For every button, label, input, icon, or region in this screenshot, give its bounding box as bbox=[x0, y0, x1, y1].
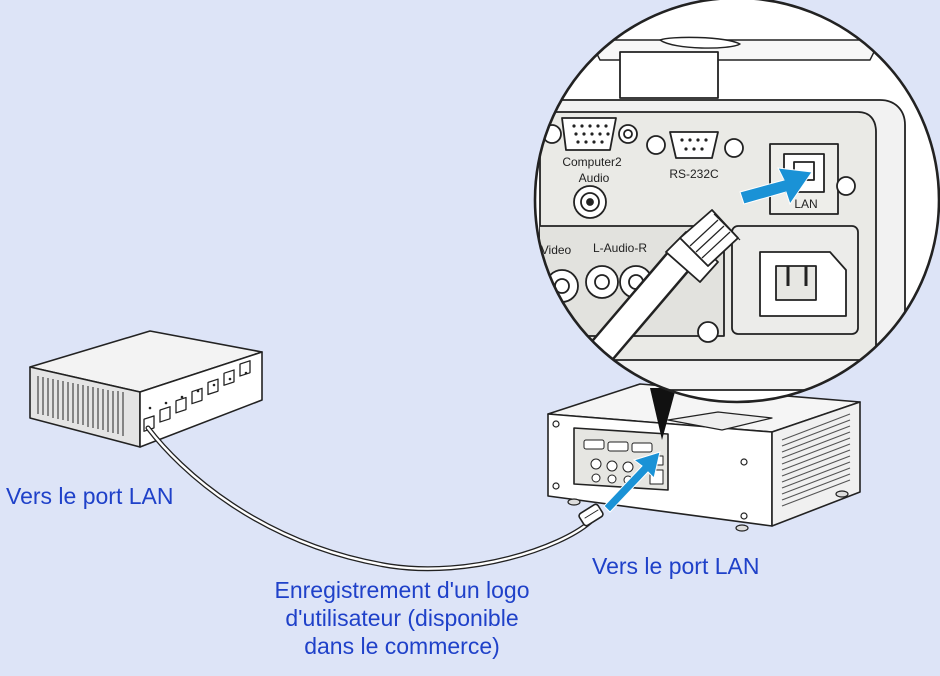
cable-caption-line-1: Enregistrement d'un logo bbox=[274, 577, 530, 603]
arrow-right-icon bbox=[739, 167, 813, 206]
cable-caption-line-2: d'utilisateur (disponible bbox=[285, 605, 519, 631]
zoom-detail: Computer2 Audio RS-232C LAN Video L-Audi… bbox=[533, 0, 940, 404]
computer2-label: Computer2 bbox=[562, 155, 622, 169]
lan-port-label: LAN bbox=[794, 197, 817, 211]
cable-caption-line-3: dans le commerce) bbox=[304, 633, 500, 659]
cable-caption: Enregistrement d'un logo d'utilisateur (… bbox=[222, 576, 582, 660]
network-hub bbox=[29, 330, 263, 448]
l-audio-r-label: L-Audio-R bbox=[593, 241, 647, 255]
audio-label: Audio bbox=[579, 171, 610, 185]
zoom-pointer bbox=[650, 388, 676, 440]
projector bbox=[547, 383, 861, 532]
arrow-up-right-icon bbox=[603, 451, 661, 513]
lan-cable bbox=[145, 425, 604, 572]
hub-port-caption: Vers le port LAN bbox=[6, 483, 174, 509]
video-label: Video bbox=[541, 243, 572, 257]
rs232c-label: RS-232C bbox=[669, 167, 719, 181]
projector-port-caption: Vers le port LAN bbox=[592, 553, 760, 579]
